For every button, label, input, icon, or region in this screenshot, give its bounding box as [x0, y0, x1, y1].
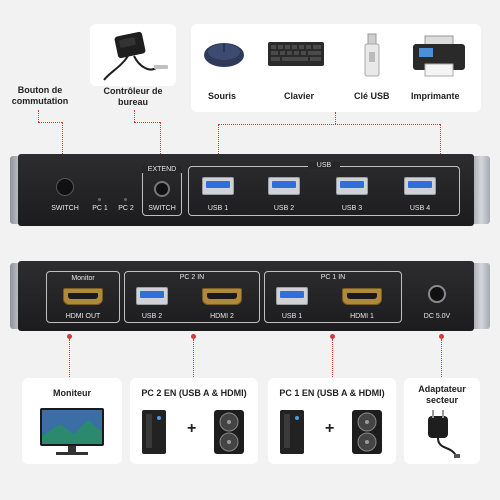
connector-dot	[439, 334, 444, 339]
usb-title: USB	[308, 162, 340, 169]
front-panel: SWITCH PC 1 PC 2 EXTEND SWITCH USB USB 1…	[18, 154, 474, 226]
pc2-led	[124, 198, 127, 201]
usb-port-4[interactable]	[404, 177, 436, 195]
pc1-card: PC 1 EN (USB A & HDMI) +	[268, 378, 396, 464]
pc2-usb-label: USB 2	[141, 313, 163, 320]
pc2-hdmi-port[interactable]	[202, 288, 242, 305]
adapter-card-title: Adaptateur secteur	[418, 384, 466, 405]
usb-devices-card	[191, 24, 481, 112]
desk-controller-icon	[103, 31, 168, 81]
usb-port-1-label: USB 1	[207, 205, 229, 212]
extend-title: EXTEND	[142, 166, 182, 173]
graphics-card-icon	[352, 410, 382, 454]
extend-jack[interactable]	[154, 181, 170, 197]
pc2-usb-port[interactable]	[136, 287, 168, 305]
monitor-icon	[40, 408, 104, 455]
device-label-mouse: Souris	[208, 91, 237, 101]
pc-tower-icon	[142, 410, 166, 454]
plus-sign: +	[325, 420, 335, 437]
desk-controller-card	[90, 24, 176, 86]
pc2-in-title: PC 2 IN	[179, 274, 205, 281]
monitor-title: Monitor	[71, 275, 95, 282]
pc-tower-icon	[280, 410, 304, 454]
device-label-keyboard: Clavier	[284, 91, 315, 101]
usb-port-2[interactable]	[268, 177, 300, 195]
mouse-icon	[204, 43, 244, 67]
pc1-label: PC 1	[92, 205, 108, 212]
pc1-hdmi-label: HDMI 1	[350, 313, 374, 320]
usb-port-3-label: USB 3	[341, 205, 363, 212]
switch-button-label: Bouton de commutation	[11, 85, 69, 106]
pc1-usb-port[interactable]	[276, 287, 308, 305]
usb-port-3[interactable]	[336, 177, 368, 195]
pc2-card: PC 2 EN (USB A & HDMI) +	[130, 378, 258, 464]
pc1-in-title: PC 1 IN	[320, 274, 346, 281]
usb-port-1[interactable]	[202, 177, 234, 195]
desk-controller-label: Contrôleur de bureau	[103, 86, 163, 107]
monitor-card-title: Moniteur	[53, 388, 91, 398]
hdmi-out-label: HDMI OUT	[65, 313, 101, 320]
dc-power-jack[interactable]	[428, 285, 446, 303]
connector-dot	[191, 334, 196, 339]
connector-dot	[330, 334, 335, 339]
pc1-hdmi-port[interactable]	[342, 288, 382, 305]
graphics-card-icon	[214, 410, 244, 454]
hdmi-out-port[interactable]	[63, 288, 103, 305]
dc-label: DC 5.0V	[423, 313, 451, 320]
usb-port-2-label: USB 2	[273, 205, 295, 212]
pc2-hdmi-label: HDMI 2	[210, 313, 234, 320]
adapter-card: Adaptateur secteur	[404, 378, 480, 464]
usb-port-4-label: USB 4	[409, 205, 431, 212]
device-label-usb-stick: Clé USB	[354, 91, 390, 101]
pc2-label: PC 2	[118, 205, 134, 212]
extend-switch-label: SWITCH	[148, 205, 176, 212]
switch-button[interactable]	[56, 178, 74, 196]
pc1-led	[98, 198, 101, 201]
pc2-card-title: PC 2 EN (USB A & HDMI)	[141, 388, 247, 398]
keyboard-icon	[268, 42, 324, 66]
connector-dot	[67, 334, 72, 339]
back-panel: Monitor HDMI OUT PC 2 IN USB 2 HDMI 2 PC…	[18, 261, 474, 331]
printer-icon	[413, 35, 465, 77]
plus-sign: +	[187, 420, 197, 437]
switch-label: SWITCH	[51, 205, 79, 212]
pc1-usb-label: USB 1	[281, 313, 303, 320]
monitor-card: Moniteur	[22, 378, 122, 464]
usb-stick-icon	[364, 33, 380, 77]
device-label-printer: Imprimante	[411, 91, 460, 101]
pc1-card-title: PC 1 EN (USB A & HDMI)	[279, 388, 385, 398]
power-adapter-icon	[428, 410, 460, 458]
